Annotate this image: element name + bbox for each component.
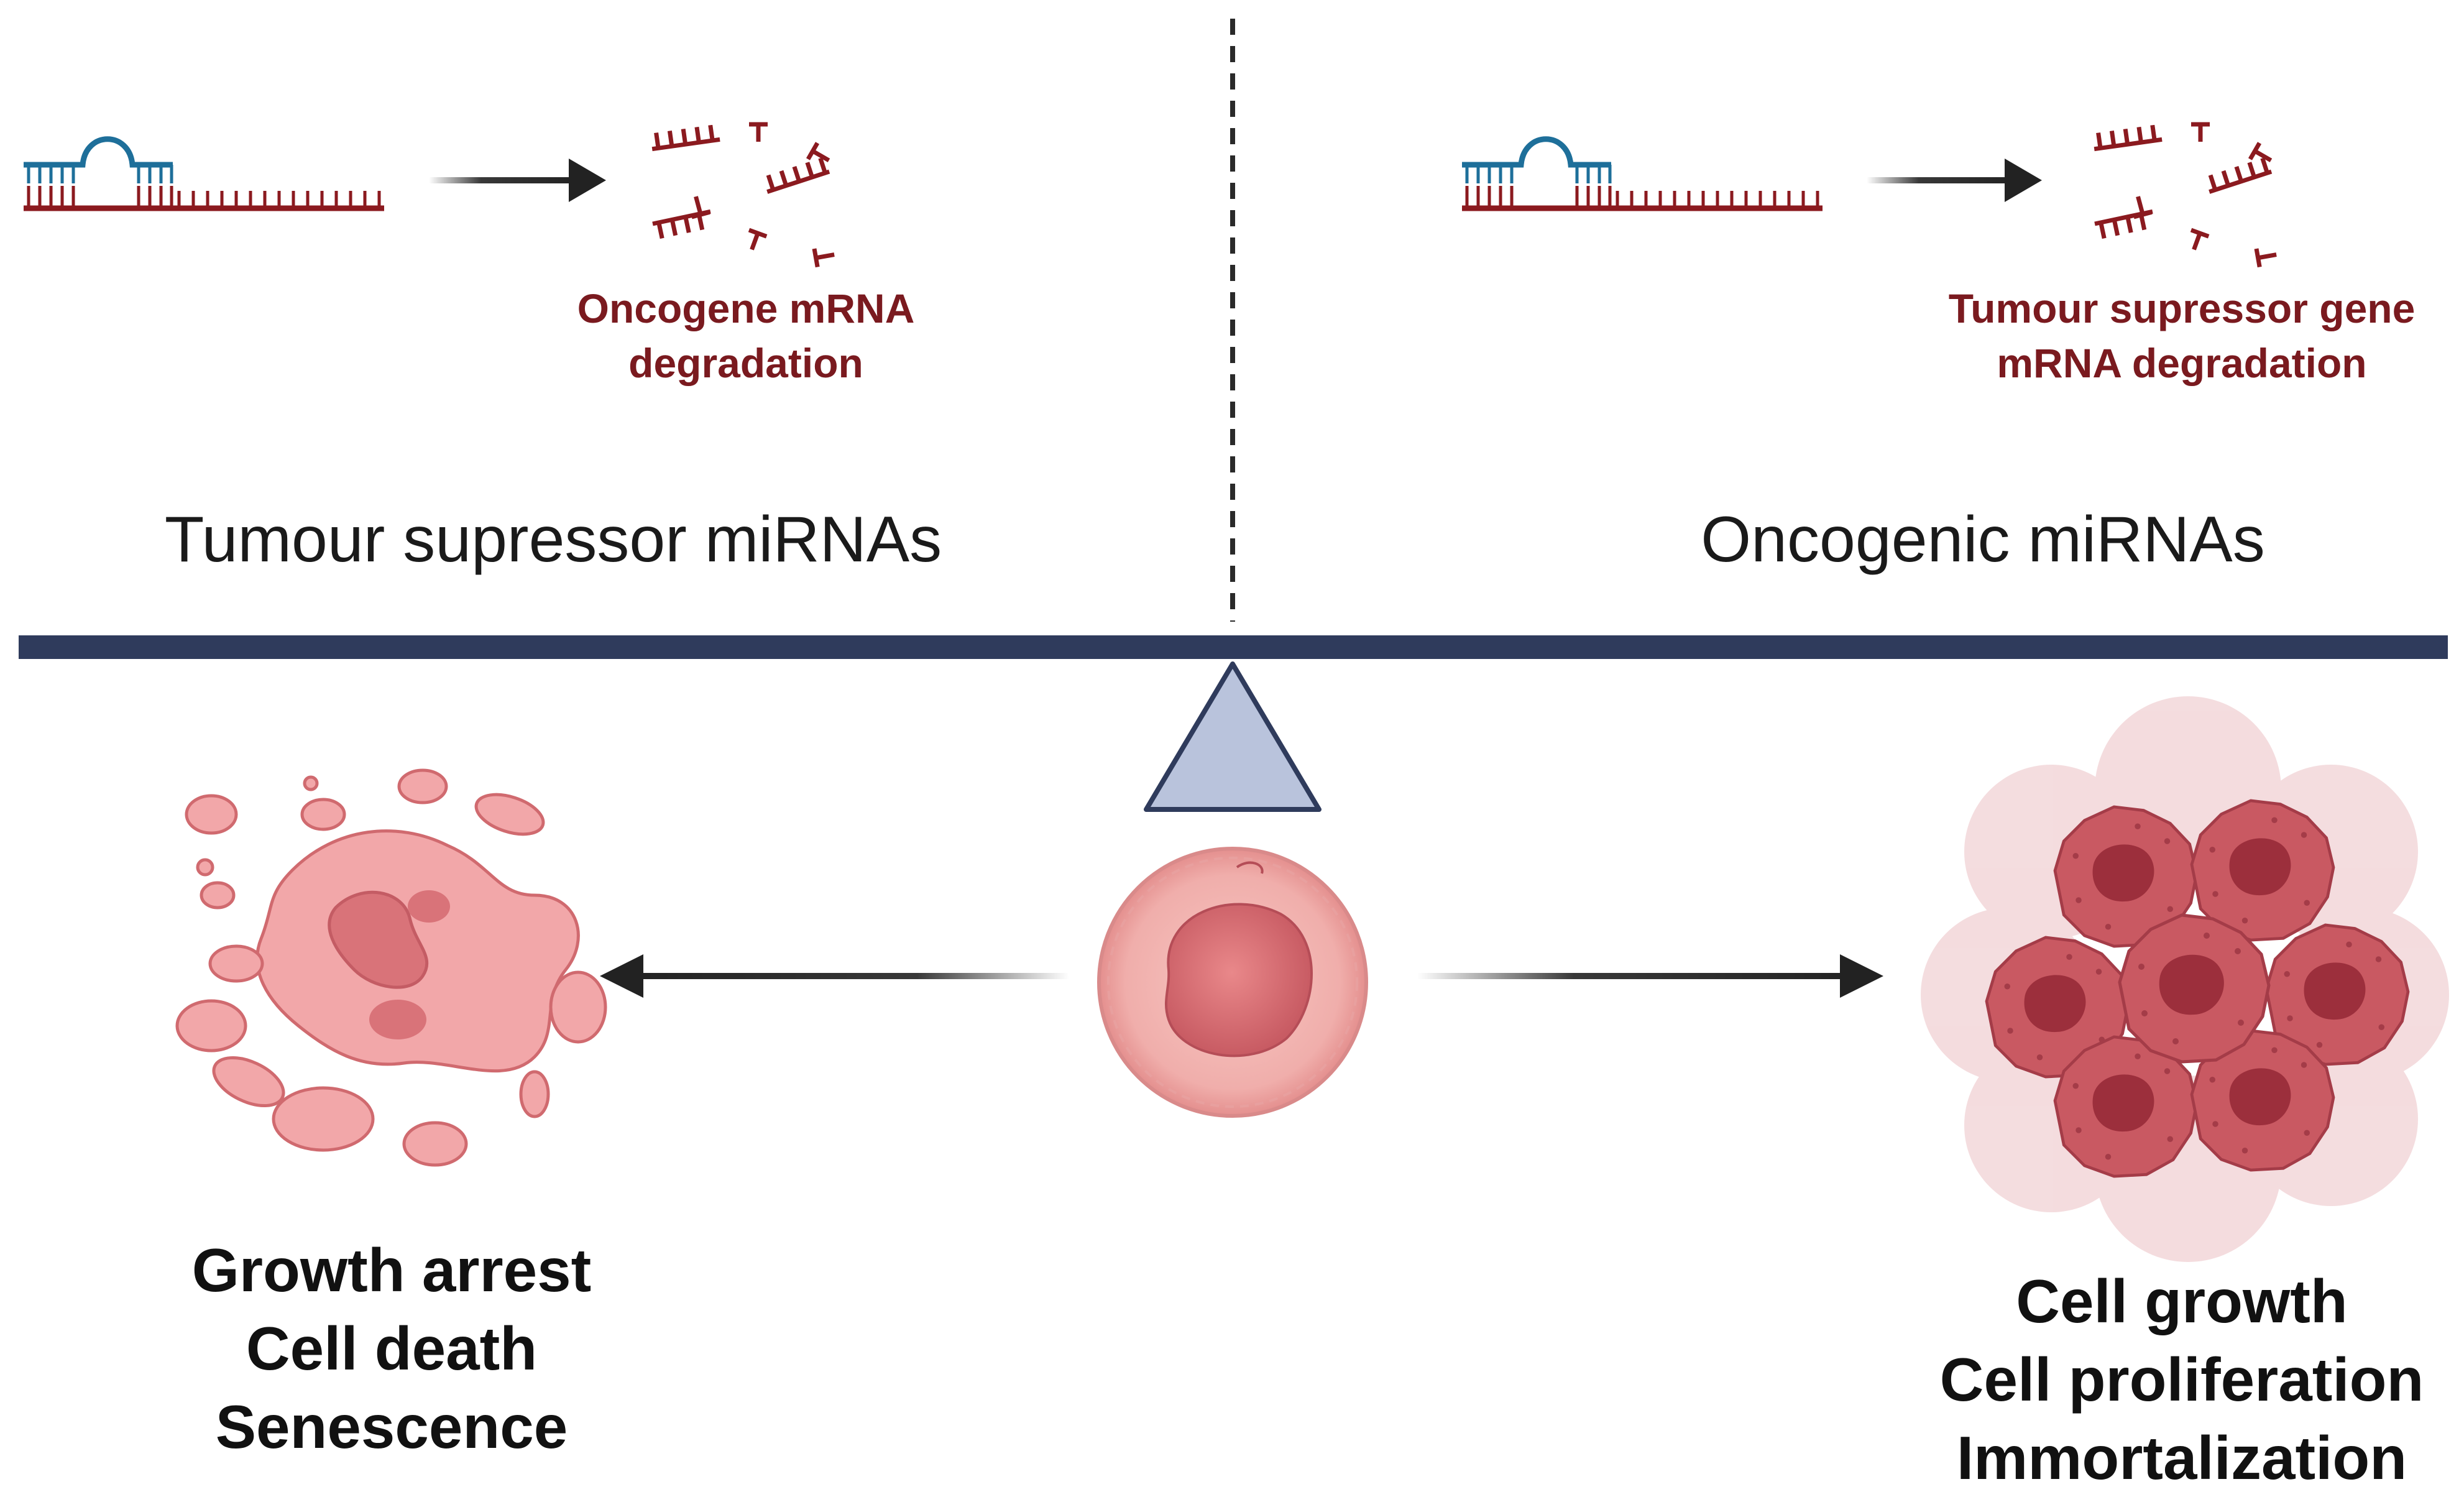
right-process-label: Tumour supressor gene mRNA degradation xyxy=(1902,281,2462,390)
right-mirna-mrna-duplex-icon xyxy=(1462,139,1823,208)
left-outcome-arrow xyxy=(600,954,1069,998)
outcome-cell-proliferation: Cell proliferation xyxy=(1939,1345,2424,1414)
left-degradation-arrow xyxy=(429,159,606,202)
outcome-cell-growth: Cell growth xyxy=(2016,1267,2348,1335)
left-process-line-2: degradation xyxy=(628,340,863,386)
outcome-cell-death: Cell death xyxy=(246,1314,538,1383)
right-degradation-arrow xyxy=(1867,159,2042,202)
left-mrna-fragments-icon xyxy=(650,124,836,267)
right-section-title: Oncogenic miRNAs xyxy=(1701,504,2265,576)
right-mrna-fragments-icon xyxy=(2092,124,2278,267)
normal-cell-icon xyxy=(1097,847,1368,1118)
outcome-senescence: Senescence xyxy=(215,1393,568,1461)
outcome-immortalization: Immortalization xyxy=(1956,1424,2407,1492)
left-process-label: Oncogene mRNA degradation xyxy=(516,281,976,390)
left-outcomes: Growth arrest Cell death Senescence xyxy=(143,1231,640,1466)
left-mirna-mrna-duplex-icon xyxy=(24,139,384,208)
balance-beam xyxy=(19,635,2448,659)
right-process-line-2: mRNA degradation xyxy=(1997,340,2367,386)
apoptotic-cell-icon xyxy=(175,768,607,1167)
right-process-line-1: Tumour supressor gene xyxy=(1948,285,2416,331)
right-outcome-arrow xyxy=(1417,954,1883,998)
balance-fulcrum-icon xyxy=(1144,661,1322,812)
left-process-line-1: Oncogene mRNA xyxy=(577,285,915,331)
left-section-title: Tumour supressor miRNAs xyxy=(164,504,942,576)
right-outcomes: Cell growth Cell proliferation Immortali… xyxy=(1902,1262,2462,1497)
tumour-cluster-icon xyxy=(1921,696,2449,1262)
outcome-growth-arrest: Growth arrest xyxy=(191,1236,592,1304)
